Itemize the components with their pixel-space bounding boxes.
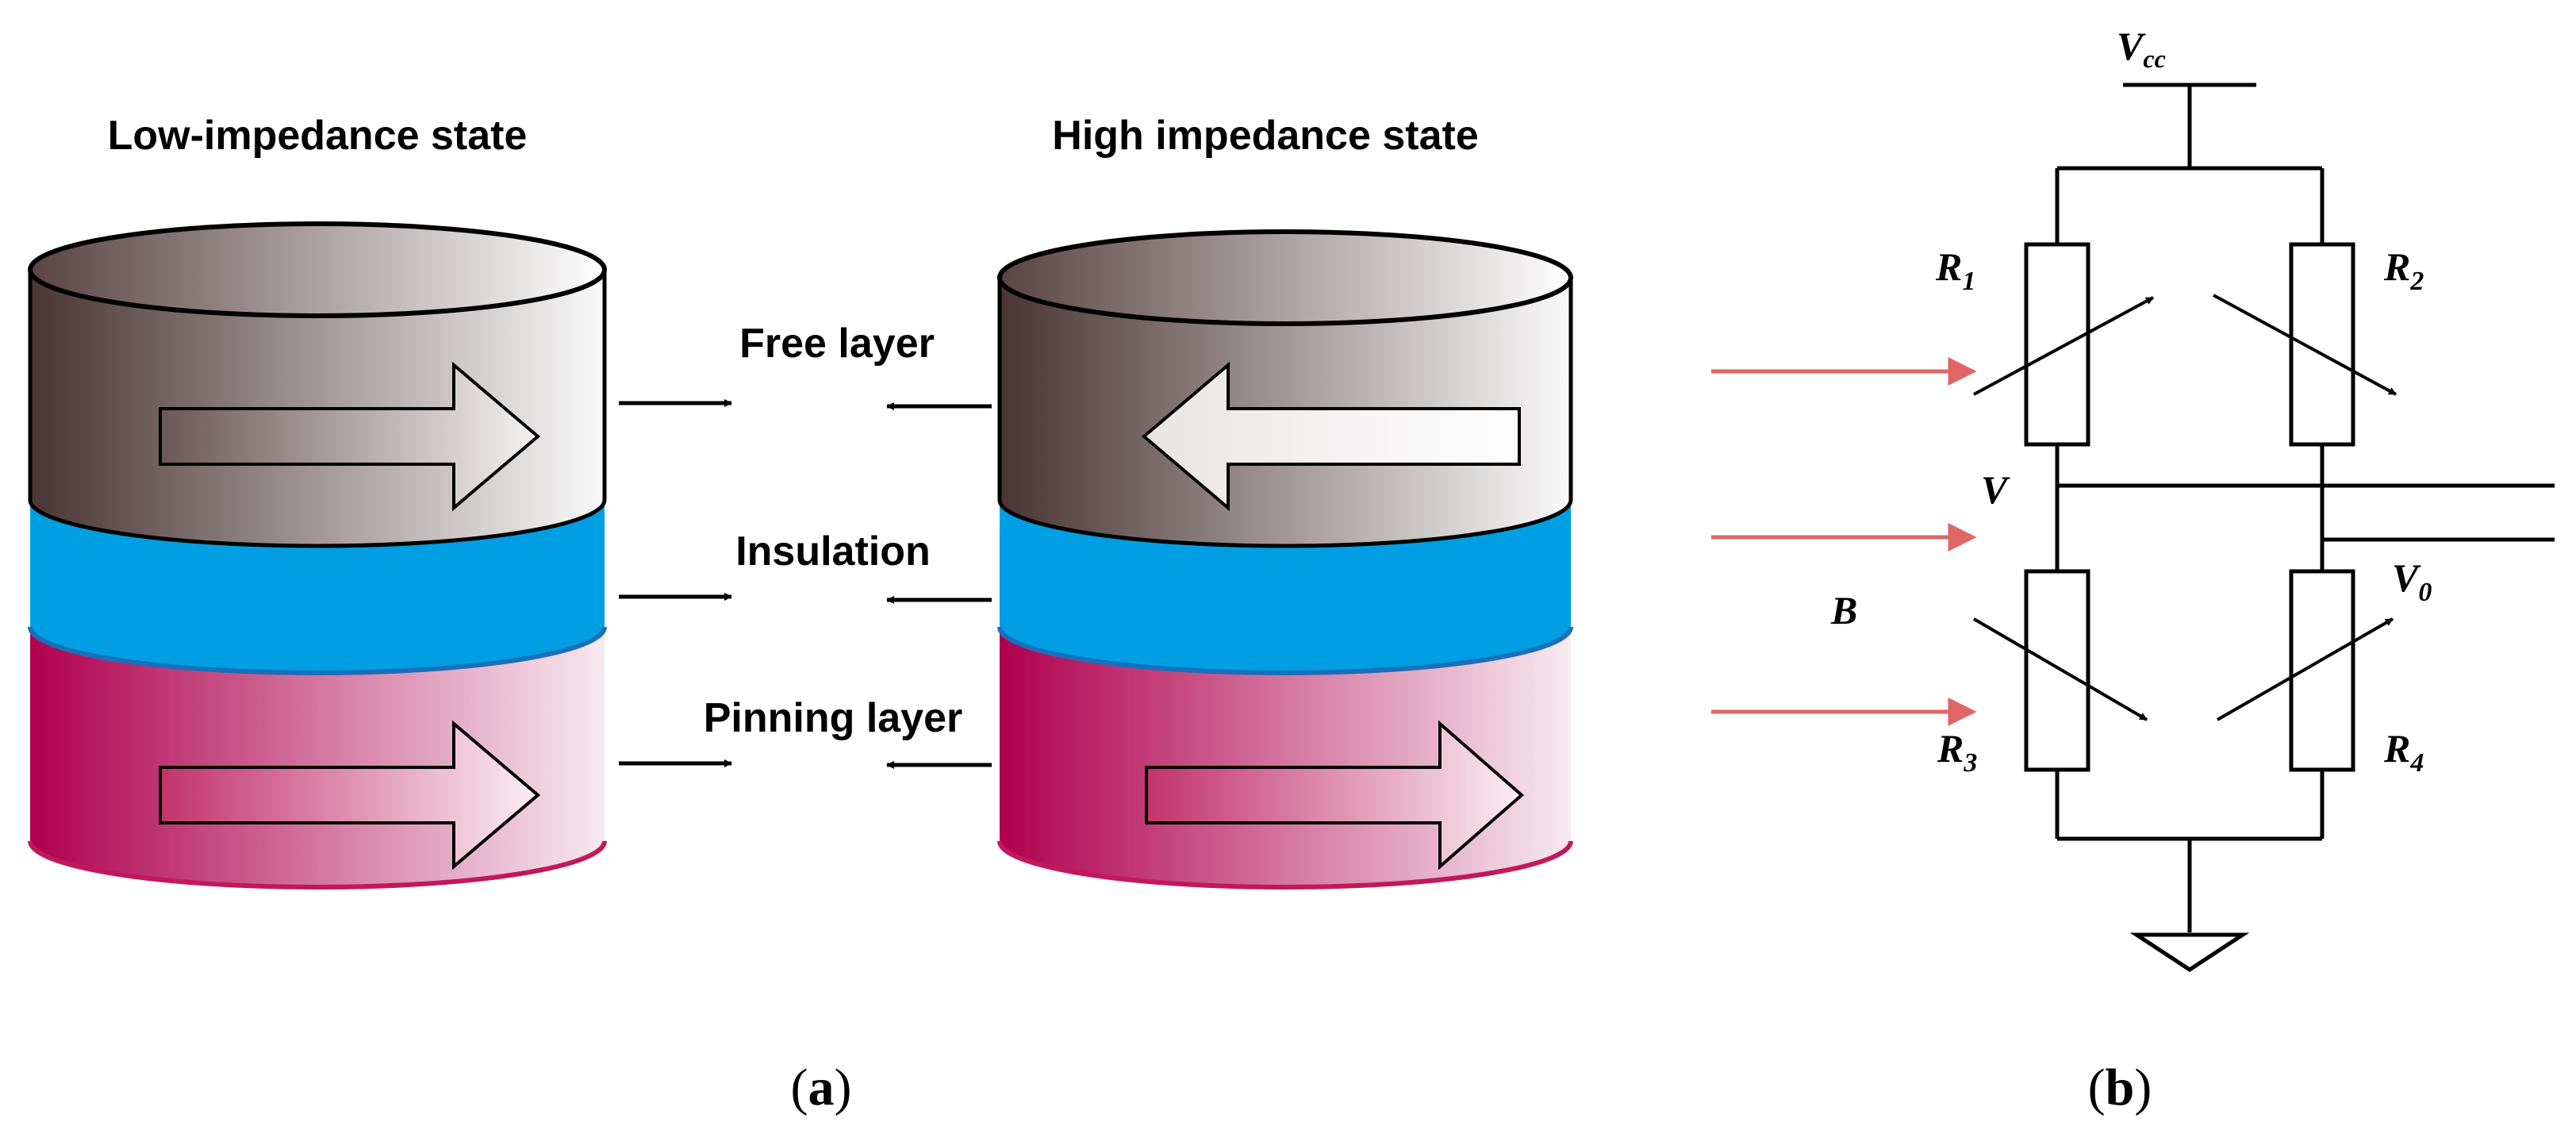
var-arrow-r4 xyxy=(2217,617,2394,721)
r1-subscript: 1 xyxy=(1962,267,1975,296)
r1-symbol: R xyxy=(1935,244,1962,289)
caption-b-open: ( xyxy=(2088,1059,2106,1116)
resistors xyxy=(2024,242,2355,772)
r2-symbol: R xyxy=(2383,244,2410,289)
r3-subscript: 3 xyxy=(1963,748,1977,778)
label-insulation: Insulation xyxy=(735,528,931,575)
caption-b: (b) xyxy=(2088,1059,2152,1116)
high-impedance-title: High impedance state xyxy=(1052,113,1478,159)
vcc-subscript: cc xyxy=(2143,44,2165,73)
free-layer-arrow-right-left-cylinder xyxy=(159,361,541,512)
caption-b-letter: b xyxy=(2106,1059,2135,1116)
ground-symbol xyxy=(2129,932,2250,972)
v0-subscript: 0 xyxy=(2418,578,2432,607)
panel-a: Low-impedance state High impedance state… xyxy=(28,113,1573,1116)
bridge-wires xyxy=(2055,83,2555,932)
caption-a-open: ( xyxy=(791,1059,808,1116)
label-pinning-layer: Pinning layer xyxy=(704,695,963,741)
label-vcc: Vcc xyxy=(2117,24,2166,73)
caption-a-close: ) xyxy=(835,1059,852,1116)
var-arrow-r3 xyxy=(1972,617,2148,721)
v0-symbol: V xyxy=(2392,555,2421,600)
label-v0: V0 xyxy=(2392,555,2432,607)
cylinder-low-impedance xyxy=(28,221,607,890)
r4-symbol: R xyxy=(2383,726,2410,771)
pinning-layer-arrow-right-left-cylinder xyxy=(159,720,541,870)
label-b-field: B xyxy=(1830,588,1857,632)
insulation-layer-right xyxy=(1000,500,1571,673)
label-free-layer: Free layer xyxy=(739,321,935,367)
vcc-symbol: V xyxy=(2117,24,2146,68)
label-node-v: V xyxy=(1981,467,2010,512)
resistor-r2 xyxy=(2289,242,2355,447)
insulation-layer-left xyxy=(30,500,605,673)
label-r3: R3 xyxy=(1937,726,1977,778)
var-arrow-r1 xyxy=(1973,296,2154,396)
cylinder-high-impedance xyxy=(997,229,1573,890)
caption-b-close: ) xyxy=(2134,1059,2152,1116)
r3-symbol: R xyxy=(1937,726,1964,771)
variable-arrows xyxy=(1972,294,2397,721)
low-impedance-title: Low-impedance state xyxy=(108,113,528,159)
resistor-r1 xyxy=(2024,242,2090,447)
r4-subscript: 4 xyxy=(2409,748,2424,778)
r2-subscript: 2 xyxy=(2409,267,2424,296)
caption-a-letter: a xyxy=(808,1059,835,1116)
resistor-r3 xyxy=(2024,569,2090,772)
label-r1: R1 xyxy=(1935,244,1975,296)
pinning-layer-arrow-right-right-cylinder xyxy=(1145,720,1525,870)
label-r4: R4 xyxy=(2383,726,2424,778)
field-arrows xyxy=(1711,356,1977,727)
var-arrow-r2 xyxy=(2213,294,2397,396)
label-pointer-arrows xyxy=(619,399,992,769)
panel-b: Vcc R1 R2 V V0 B R3 R4 (b) xyxy=(1711,24,2555,1116)
free-layer-arrow-left-right-cylinder xyxy=(1141,361,1521,512)
label-r2: R2 xyxy=(2383,244,2424,296)
caption-a: (a) xyxy=(791,1059,852,1116)
